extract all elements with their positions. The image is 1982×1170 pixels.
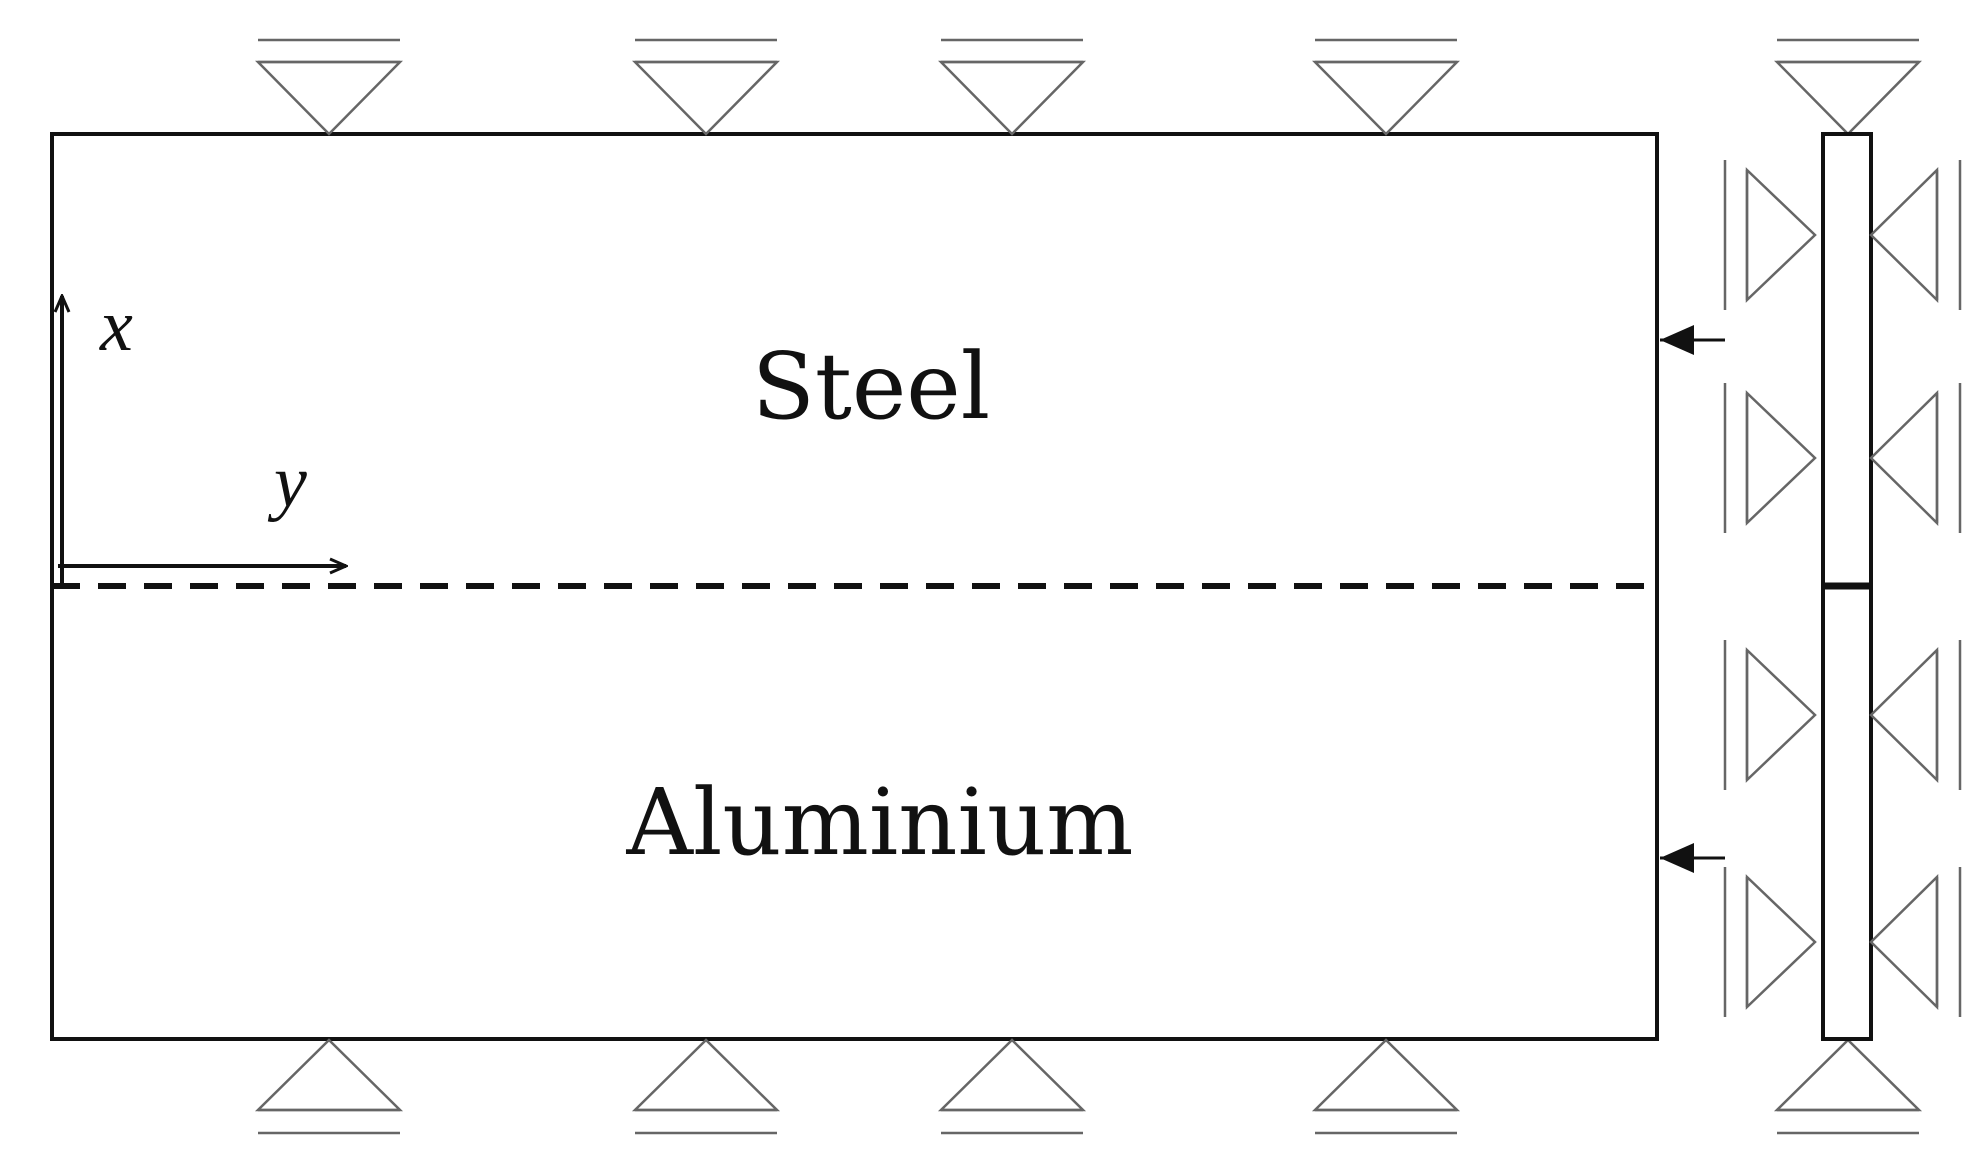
top-roller-support [1774, 38, 1922, 136]
x-axis-label: x [99, 285, 133, 367]
loading-bar-lower [1821, 584, 1873, 1041]
top-roller-support [1312, 38, 1460, 136]
side-roller-support-left [1723, 867, 1817, 1017]
side-roller-support-right [1869, 640, 1962, 790]
top-roller-support [255, 38, 403, 136]
steel-label: Steel [752, 333, 990, 440]
side-roller-support-right [1869, 867, 1962, 1017]
bottom-roller-support [631, 1038, 781, 1135]
side-roller-supports [1723, 160, 1962, 1017]
aluminium-label: Aluminium [626, 769, 1134, 876]
top-roller-supports [255, 38, 1922, 136]
loading-bar [1821, 132, 1873, 1041]
side-roller-support-right [1869, 160, 1962, 310]
bottom-roller-support [937, 1038, 1087, 1135]
side-roller-support-left [1723, 383, 1817, 533]
bottom-roller-supports [254, 1038, 1923, 1135]
bottom-roller-support [1773, 1038, 1923, 1135]
loading-bar-upper [1821, 132, 1873, 588]
side-roller-support-right [1869, 383, 1962, 533]
top-roller-support [632, 38, 780, 136]
side-roller-support-left [1723, 640, 1817, 790]
top-roller-support [938, 38, 1086, 136]
side-roller-support-left [1723, 160, 1817, 310]
y-axis-label: y [267, 441, 307, 523]
bottom-roller-support [1311, 1038, 1461, 1135]
coordinate-axes: x y [58, 285, 346, 588]
bottom-roller-support [254, 1038, 404, 1135]
